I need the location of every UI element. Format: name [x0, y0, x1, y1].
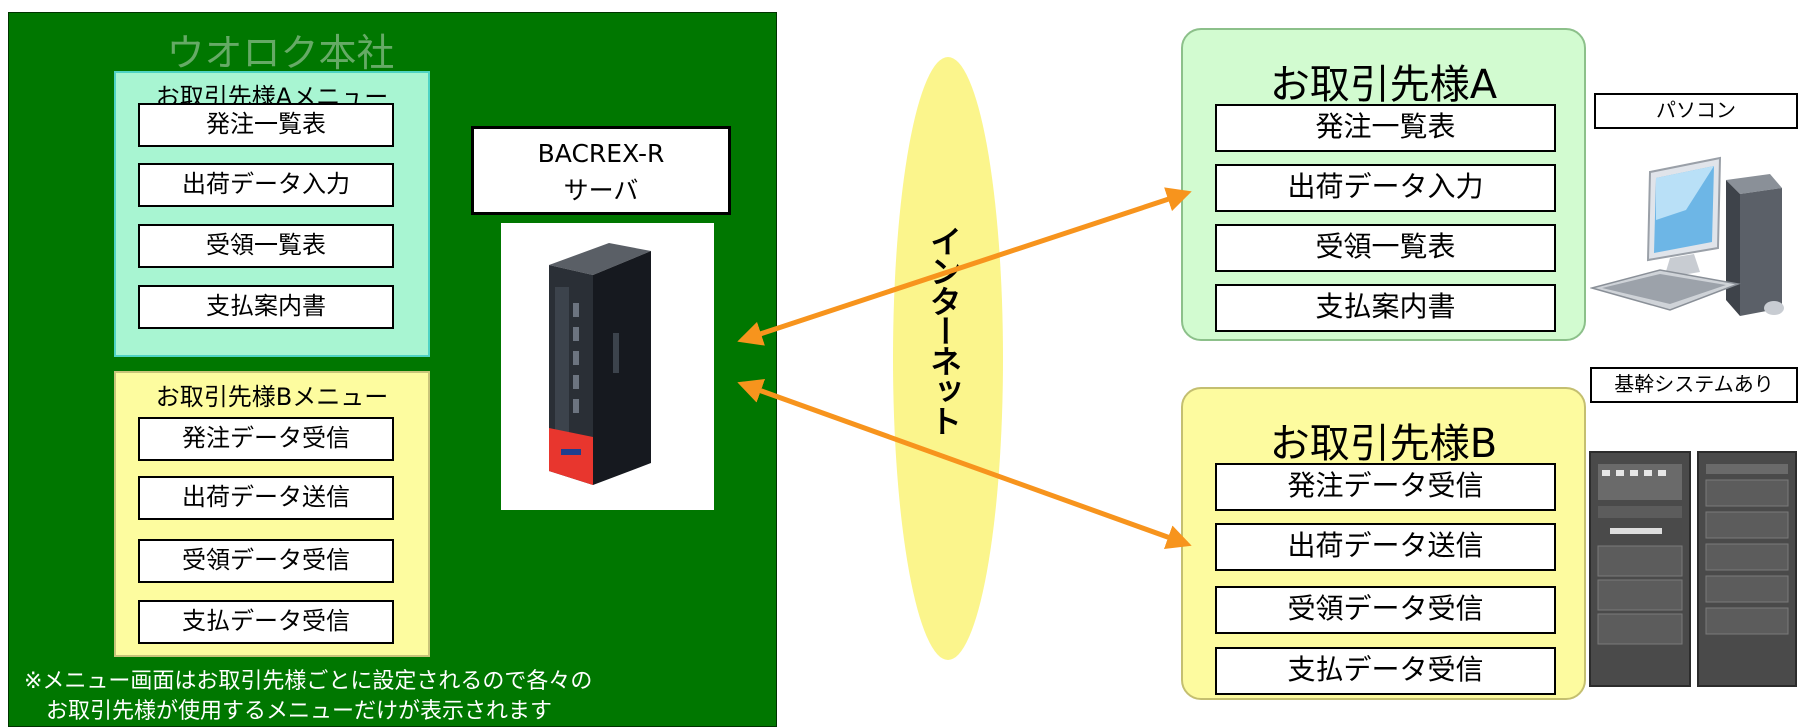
- personal-computer-icon: [1590, 156, 1784, 316]
- pc-label: パソコン: [1594, 93, 1798, 129]
- server-rack-icon: [1589, 451, 1797, 687]
- menu-note-line-2: お取引先様が使用するメニューだけが表示されます: [46, 699, 553, 724]
- arrow-to-client-a: [737, 187, 1192, 346]
- menu-a-item-shipping-input: 出荷データ入力: [138, 163, 394, 207]
- menu-b-item-order-receive: 発注データ受信: [138, 417, 394, 461]
- client-a-item-payment-notice: 支払案内書: [1215, 284, 1556, 332]
- client-a-menu-panel: お取引先様Aメニュー 発注一覧表 出荷データ入力 受領一覧表 支払案内書: [114, 71, 430, 357]
- menu-b-item-receipt-receive: 受領データ受信: [138, 539, 394, 583]
- menu-b-item-payment-receive: 支払データ受信: [138, 600, 394, 644]
- server-image: [501, 223, 714, 510]
- client-b-item-shipping-send: 出荷データ送信: [1215, 523, 1556, 571]
- client-a-item-order-list: 発注一覧表: [1215, 104, 1556, 152]
- client-a-title: お取引先様A: [1269, 62, 1498, 108]
- menu-a-item-order-list: 発注一覧表: [138, 103, 394, 147]
- arrow-to-client-b: [737, 379, 1192, 549]
- client-b-item-order-receive: 発注データ受信: [1215, 463, 1556, 511]
- client-a-box: お取引先様A 発注一覧表 出荷データ入力 受領一覧表 支払案内書: [1181, 28, 1586, 341]
- menu-a-item-receipt-list: 受領一覧表: [138, 224, 394, 268]
- server-tower-icon: [549, 243, 651, 485]
- core-system-label: 基幹システムあり: [1590, 367, 1798, 403]
- client-b-item-receipt-receive: 受領データ受信: [1215, 586, 1556, 634]
- menu-b-item-shipping-send: 出荷データ送信: [138, 476, 394, 520]
- server-label: BACREX-R サーバ: [471, 126, 731, 215]
- menu-note: ※メニュー画面はお取引先様ごとに設定されるので各々の お取引先様が使用するメニュ…: [24, 667, 592, 727]
- client-b-title: お取引先様B: [1269, 421, 1498, 467]
- headquarters-title: ウオロク本社: [166, 31, 395, 75]
- menu-a-item-payment-notice: 支払案内書: [138, 285, 394, 329]
- server-type: サーバ: [563, 176, 639, 205]
- client-b-menu-panel: お取引先様Bメニュー 発注データ受信 出荷データ送信 受領データ受信 支払データ…: [114, 371, 430, 657]
- menu-note-line-1: ※メニュー画面はお取引先様ごとに設定されるので各々の: [24, 669, 593, 694]
- client-b-item-payment-receive: 支払データ受信: [1215, 647, 1556, 695]
- internet-cloud: [893, 57, 1003, 660]
- client-a-item-receipt-list: 受領一覧表: [1215, 224, 1556, 272]
- client-b-box: お取引先様B 発注データ受信 出荷データ送信 受領データ受信 支払データ受信: [1181, 387, 1586, 700]
- client-a-item-shipping-input: 出荷データ入力: [1215, 164, 1556, 212]
- server-name: BACREX-R: [537, 139, 665, 168]
- client-b-menu-label: お取引先様Bメニュー: [155, 383, 389, 411]
